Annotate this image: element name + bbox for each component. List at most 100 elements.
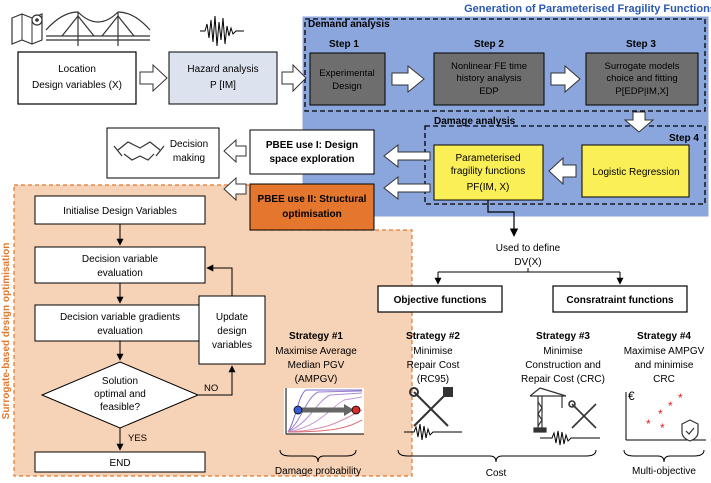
map-icon: [11, 13, 43, 45]
seismogram-icon: [404, 423, 462, 441]
step3-line1: Surrogate models: [605, 61, 680, 72]
step2-line2: history analysis: [457, 73, 522, 84]
update-line2: design: [217, 326, 246, 337]
step2-line3: EDP: [479, 86, 499, 97]
arrow-param-use1: [383, 143, 431, 169]
use2-line1: PBEE use II: Structural: [258, 194, 367, 205]
step2-label: Step 2: [474, 39, 504, 50]
arrow-param-dv: [487, 200, 519, 237]
arrow-use2-decision: [223, 176, 247, 202]
strategy3-line2: Construction and: [525, 360, 601, 371]
step3-label: Step 3: [626, 39, 656, 50]
damage-probability-label: Damage probability: [275, 466, 361, 477]
dv-line2: DV(X): [514, 257, 541, 268]
arrow-hazard-step1: [281, 63, 307, 93]
svg-text:*: *: [660, 421, 665, 435]
arrow-param-use2: [383, 175, 431, 201]
init-text: Initialise Design Variables: [63, 206, 177, 217]
location-line2: Design variables (X): [32, 80, 122, 91]
strategy1-line3: (AMPGV): [295, 374, 338, 385]
tools-icon: [409, 387, 453, 427]
arrow-update-eval: [206, 264, 233, 296]
step1-line2: Design: [332, 81, 362, 92]
svg-text:*: *: [658, 407, 663, 421]
arrow-use1-decision: [223, 138, 247, 164]
decision-box: [106, 127, 220, 179]
multi-objective-label: Multi-objective: [632, 466, 696, 477]
location-line1: Location: [58, 64, 96, 75]
step4-label: Step 4: [669, 133, 699, 144]
brace-multi: [623, 449, 705, 463]
param-fragility-box: [433, 144, 544, 201]
brace-cost: [397, 449, 597, 463]
seismogram-icon: [200, 15, 244, 47]
question-line3: feasible?: [100, 402, 140, 413]
end-box: [34, 451, 206, 473]
arrow-step4-param: [548, 156, 577, 186]
bridge-icon: [45, 11, 151, 46]
grad-line1: Decision variable gradients: [60, 312, 180, 323]
param-line3: PF(IM, X): [467, 182, 510, 193]
step1-label: Step 1: [329, 39, 359, 50]
svg-text:*: *: [668, 399, 673, 413]
constraint-text: Consratraint functions: [566, 295, 674, 306]
use2-line2: optimisation: [282, 209, 341, 220]
update-box: [198, 295, 266, 365]
eval-line1: Decision variable: [82, 254, 159, 265]
step4-box: [581, 144, 690, 198]
pbee-use2-box: [249, 183, 375, 231]
strategy4-line1: Maximise AMPGV: [624, 346, 705, 357]
end-text: END: [109, 458, 130, 469]
arrow-step2-step3: [550, 64, 581, 94]
decision-line1: Decision: [170, 139, 208, 150]
hazard-box: [168, 51, 278, 105]
strategy2-line3: (RC95): [417, 374, 449, 385]
pareto-scatter-plot: € * * * * *: [625, 389, 706, 442]
question-line2: optimal and: [94, 389, 146, 400]
strategy3-line1: Minimise: [543, 346, 583, 357]
arrow-step3-step4: [623, 111, 655, 133]
eval-line2: evaluation: [97, 268, 143, 279]
strategy4-name: Strategy #4: [637, 331, 691, 342]
strategy3-line3: Repair Cost (CRC): [521, 374, 605, 385]
step2-line1: Nonlinear FE time: [451, 61, 527, 72]
fragility-curves-plot: [284, 388, 364, 435]
eval-box: [34, 246, 206, 284]
header-title: Generation of Parameterised Fragility Fu…: [464, 3, 711, 15]
shield-icon: [681, 419, 699, 442]
objective-text: Objective functions: [394, 295, 487, 306]
strategy2-line1: Minimise: [413, 346, 453, 357]
damage-analysis-label: Damage analysis: [434, 116, 516, 127]
strategy2-line2: Repair Cost: [407, 360, 460, 371]
update-line1: Update: [216, 312, 249, 323]
arrow-step1-step2: [391, 64, 425, 94]
strategy2-name: Strategy #2: [406, 331, 460, 342]
step4-line1: Logistic Regression: [592, 167, 679, 178]
arrow-no-update: [198, 365, 236, 396]
step1-line1: Experimental: [319, 68, 374, 79]
init-box: [34, 195, 206, 225]
objective-box: [377, 285, 503, 313]
optimisation-side-label: Surrogate-based design optimisation: [1, 243, 12, 420]
update-line3: variables: [212, 340, 252, 351]
cost-label: Cost: [486, 468, 507, 479]
arrow-location-hazard: [139, 63, 168, 93]
use1-line1: PBEE use I: Design: [266, 140, 358, 151]
hazard-line1: Hazard analysis: [187, 64, 258, 75]
demand-analysis-box: [304, 18, 706, 112]
step3-line3: P[EDP|IM,X]: [615, 86, 668, 97]
strategy1-name: Strategy #1: [289, 331, 343, 342]
step3-line2: choice and fitting: [606, 73, 677, 84]
seismogram-icon: [540, 430, 600, 446]
yes-label: YES: [128, 433, 147, 444]
grad-box: [34, 304, 206, 342]
decision-line2: making: [173, 153, 205, 164]
demand-analysis-label: Demand analysis: [308, 19, 390, 30]
damage-analysis-box: [424, 125, 706, 205]
svg-text:*: *: [678, 391, 683, 405]
grad-line2: evaluation: [97, 326, 143, 337]
crane-icon: [529, 387, 567, 433]
question-line1: Solution: [102, 376, 138, 387]
step1-box: [309, 52, 386, 106]
strategy4-line2: and minimise: [635, 360, 694, 371]
